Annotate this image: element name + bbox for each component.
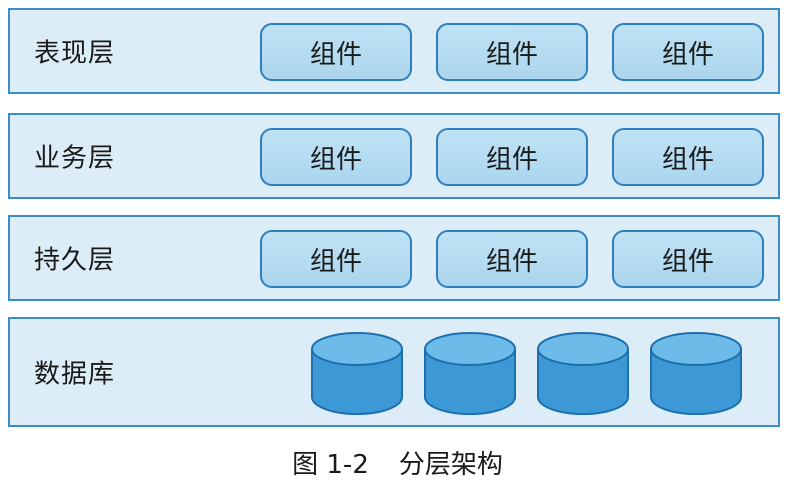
database-cylinder-icon <box>311 332 403 415</box>
component-box: 组件 <box>612 128 764 186</box>
database-cylinder-icon <box>650 332 742 415</box>
component-box: 组件 <box>260 23 412 81</box>
database-cylinder-icon <box>424 332 516 415</box>
component-box: 组件 <box>612 230 764 288</box>
layer-label: 表现层 <box>34 38 116 69</box>
figure-title: 分层架构 <box>398 450 503 480</box>
component-box: 组件 <box>436 230 588 288</box>
database-cylinder-icon <box>537 332 629 415</box>
layer-database: 数据库 <box>8 317 780 427</box>
layer-label: 数据库 <box>34 359 116 390</box>
layer-persistence: 持久层 组件 组件 组件 <box>8 215 780 301</box>
layer-presentation: 表现层 组件 组件 组件 <box>8 8 780 94</box>
figure-caption: 图 1-2 分层架构 <box>0 444 795 481</box>
component-box: 组件 <box>260 128 412 186</box>
component-box: 组件 <box>612 23 764 81</box>
layer-business: 业务层 组件 组件 组件 <box>8 113 780 199</box>
figure-number: 图 1-2 <box>292 450 369 480</box>
component-box: 组件 <box>436 23 588 81</box>
layer-label: 持久层 <box>34 245 116 276</box>
layer-label: 业务层 <box>34 143 116 174</box>
component-box: 组件 <box>260 230 412 288</box>
component-box: 组件 <box>436 128 588 186</box>
